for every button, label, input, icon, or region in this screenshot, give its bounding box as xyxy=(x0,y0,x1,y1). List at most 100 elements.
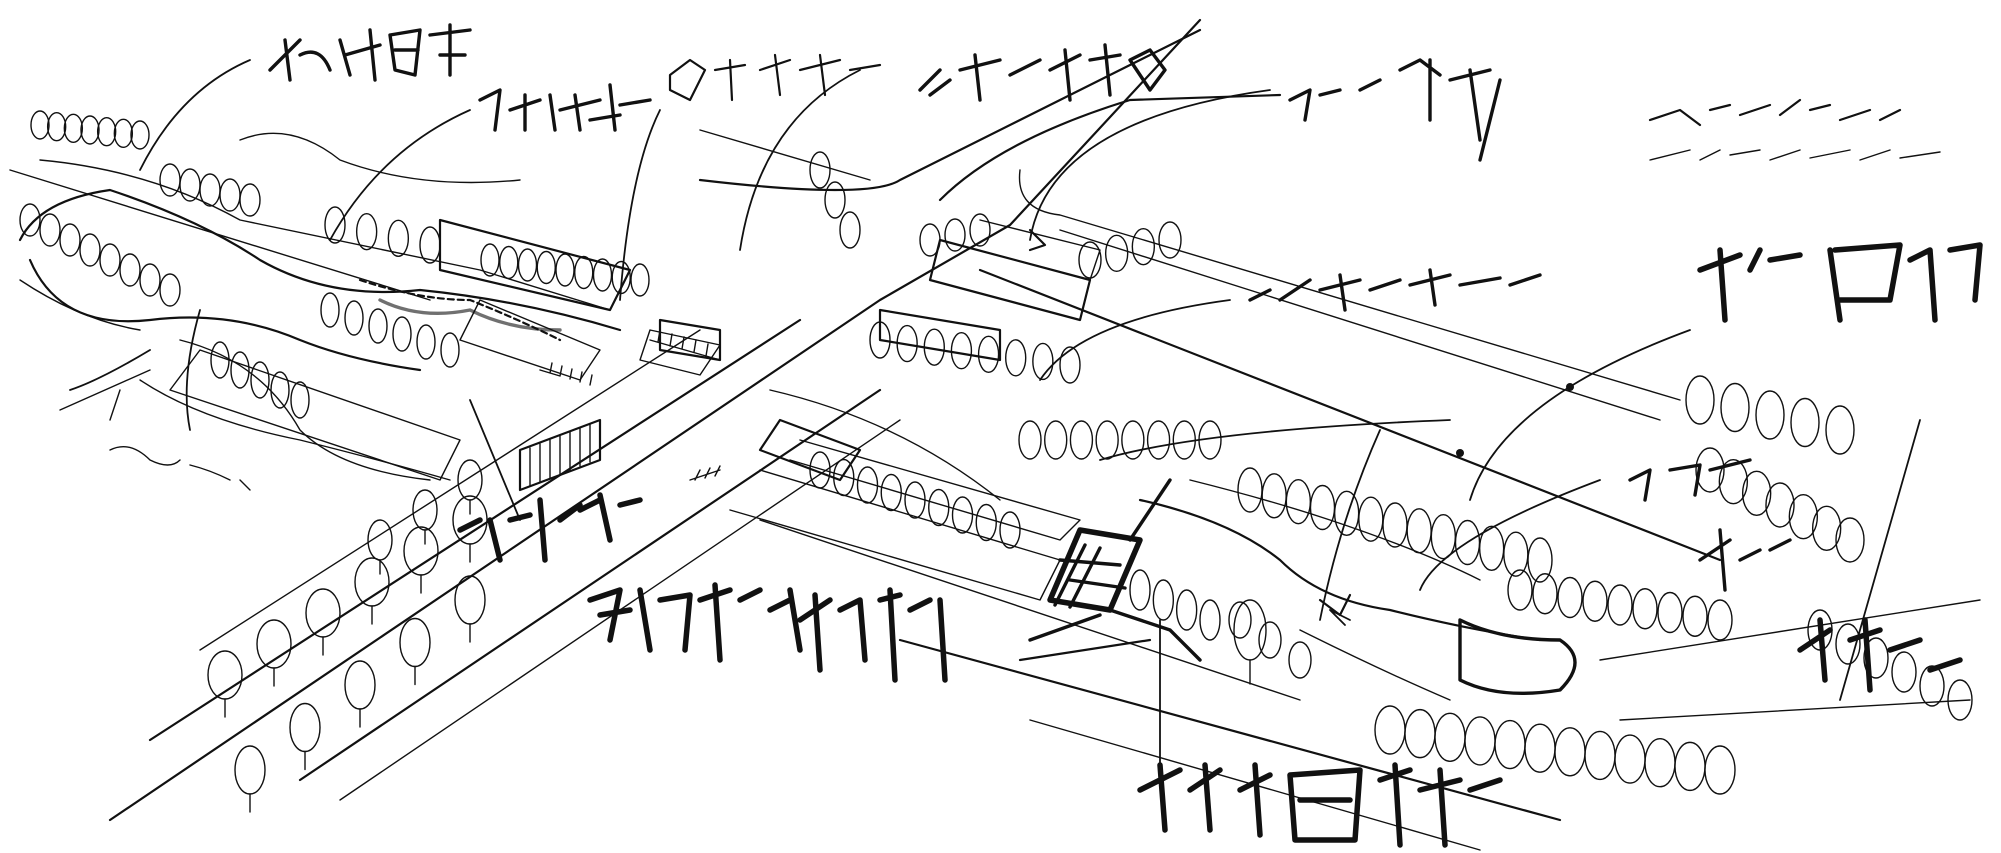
tree-crown xyxy=(412,489,438,531)
tree-crown xyxy=(1835,623,1861,665)
tree-crown xyxy=(1261,473,1287,519)
tree-crown xyxy=(19,203,41,237)
tree-crown xyxy=(1406,508,1432,554)
tree-crown xyxy=(950,332,973,370)
tree-crown xyxy=(809,451,831,489)
tree-crown xyxy=(1309,484,1336,531)
tree-crown xyxy=(387,219,410,258)
tree-crown xyxy=(975,503,997,542)
tree-crown xyxy=(1704,745,1736,795)
tree-crown xyxy=(1825,405,1855,455)
tree-crown xyxy=(904,481,926,519)
tree-crown xyxy=(1755,390,1785,440)
tree-crown xyxy=(457,459,483,501)
tree-crown xyxy=(824,181,846,219)
tree-crown xyxy=(1059,346,1081,384)
tree-crown xyxy=(833,458,855,497)
tree-crown xyxy=(96,116,117,147)
tree-crown xyxy=(1891,651,1917,693)
central-plaza xyxy=(658,219,1101,601)
tree-crown xyxy=(403,526,439,576)
tree-crown xyxy=(1657,591,1683,634)
tree-crown xyxy=(1430,513,1457,560)
tree-crown xyxy=(1947,679,1973,721)
tree-crown xyxy=(1146,420,1171,460)
tree-crown xyxy=(951,496,974,534)
tree-crown xyxy=(1532,573,1558,615)
tree-crown xyxy=(1464,716,1496,766)
tree-crown xyxy=(210,341,230,379)
tree-crown xyxy=(839,211,861,249)
tree-crown xyxy=(1835,517,1865,563)
tree-crown xyxy=(1863,637,1889,679)
tree-crown xyxy=(1707,599,1733,641)
arrow-marks xyxy=(1028,228,1352,617)
tree-crown xyxy=(354,557,390,607)
tree-crown xyxy=(270,371,290,409)
tree-crown xyxy=(1258,621,1282,659)
tree-crown xyxy=(1158,221,1182,259)
tree-crown xyxy=(1069,420,1094,460)
tree-crown xyxy=(919,223,941,257)
tree-crown xyxy=(969,213,991,247)
tree-crown xyxy=(1765,482,1795,528)
tree-crown xyxy=(1374,705,1406,755)
tree-crown xyxy=(1095,420,1119,460)
tree-crown xyxy=(1129,569,1151,611)
tree-crown xyxy=(1695,447,1725,493)
tree-crown xyxy=(305,588,341,638)
tree-crown xyxy=(1018,420,1042,460)
tree-crown xyxy=(1285,478,1312,525)
tree-crown xyxy=(1333,490,1360,537)
tree-crown xyxy=(1044,420,1068,460)
tree-crown xyxy=(99,243,121,277)
tree-crown xyxy=(230,351,250,389)
tree-crown xyxy=(39,213,61,247)
tree-crown xyxy=(977,335,1000,373)
tree-crown xyxy=(1811,505,1842,552)
tree-crown xyxy=(46,111,67,142)
tree-crown xyxy=(856,466,879,504)
tree-crown xyxy=(1790,397,1820,448)
tree-crown xyxy=(555,253,575,287)
tree-crown xyxy=(536,250,556,285)
tree-crown xyxy=(1199,599,1221,641)
tree-crown xyxy=(63,113,84,144)
tree-crown xyxy=(159,163,181,197)
tree-crown xyxy=(239,183,261,217)
tree-crown xyxy=(1237,467,1263,513)
tree-crown xyxy=(1288,641,1312,679)
tree-crown xyxy=(944,218,966,252)
left-park xyxy=(9,132,721,481)
tree-crown xyxy=(416,324,436,360)
tree-crown xyxy=(574,255,594,290)
tree-crown xyxy=(1919,665,1945,707)
tree-crown xyxy=(1682,595,1708,637)
tree-crown xyxy=(79,233,101,267)
tree-crown xyxy=(1121,420,1145,460)
cross-road xyxy=(698,28,1681,421)
tree-crown xyxy=(1382,502,1408,548)
tree-crown xyxy=(1434,712,1466,762)
tree-crown xyxy=(630,263,650,297)
tree-crown xyxy=(1172,420,1196,460)
tree-crown xyxy=(1503,531,1529,577)
tree-crown xyxy=(1674,741,1706,792)
tree-crown xyxy=(1152,579,1175,621)
tree-crown xyxy=(454,575,486,625)
tree-crown xyxy=(1644,738,1676,788)
tree-crown xyxy=(1131,227,1156,266)
tree-crown xyxy=(1614,734,1646,784)
central-bridge xyxy=(1018,478,1202,662)
tree-crown xyxy=(1175,589,1198,631)
tree-crown xyxy=(1685,375,1715,425)
tree-crown xyxy=(480,243,500,277)
right-block-edges xyxy=(759,268,1981,851)
tree-crown xyxy=(869,321,891,359)
tree-crown xyxy=(1582,580,1608,622)
tree-crown xyxy=(320,292,340,328)
tree-crown xyxy=(928,488,950,527)
tree-crown xyxy=(1718,458,1749,505)
tree-crown xyxy=(1005,339,1027,377)
